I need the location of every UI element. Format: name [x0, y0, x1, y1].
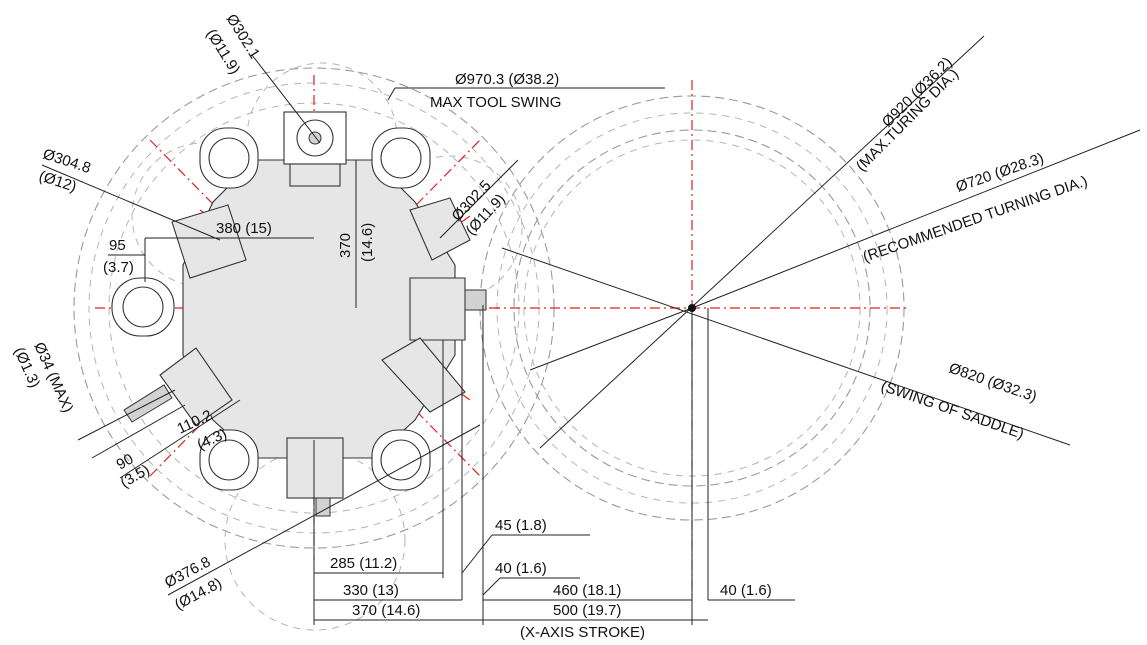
- dimension-labels: Ø302.1 (Ø11.9) Ø970.3 (Ø38.2) MAX TOOL S…: [10, 11, 1089, 641]
- label-285: 285 (11.2): [330, 555, 397, 572]
- round-tool-holder: [371, 127, 431, 189]
- label-500: 500 (19.7): [553, 602, 621, 619]
- round-tool-holder: [199, 127, 259, 189]
- side-tool-block: [171, 204, 247, 279]
- label-330: 330 (13): [343, 582, 399, 599]
- label-90: 90: [114, 450, 137, 473]
- label-95: 95: [109, 237, 126, 254]
- label-max-tool-swing: MAX TOOL SWING: [430, 94, 561, 111]
- label-370-horizontal: 370 (14.6): [352, 602, 420, 619]
- label-45: 45 (1.8): [495, 517, 547, 534]
- label-95-in: (3.7): [103, 259, 134, 276]
- dimension-lines: [41, 35, 1141, 625]
- label-380: 380 (15): [216, 220, 272, 237]
- square-tool-holder: [286, 437, 344, 517]
- label-370-vertical-in: (14.6): [359, 223, 376, 262]
- label-460: 460 (18.1): [553, 582, 621, 599]
- side-tool-block: [409, 277, 487, 341]
- label-d970: Ø970.3 (Ø38.2): [455, 71, 559, 88]
- round-tool-holder: [111, 277, 175, 337]
- label-x-axis-stroke: (X-AXIS STROKE): [520, 624, 645, 641]
- round-tool-holder: [371, 429, 431, 491]
- label-max-turning: (MAX.TURING DIA.): [853, 66, 962, 175]
- side-tool-block: [381, 337, 466, 413]
- turret-body: [111, 111, 487, 517]
- label-40-left: 40 (1.6): [495, 560, 547, 577]
- square-tool-holder: [283, 111, 347, 187]
- label-40-right: 40 (1.6): [720, 582, 772, 599]
- label-370-vertical: 370: [337, 233, 354, 258]
- side-tool-block: [409, 197, 471, 261]
- round-tool-holder: [199, 429, 259, 491]
- label-d820: Ø820 (Ø32.3): [947, 360, 1039, 406]
